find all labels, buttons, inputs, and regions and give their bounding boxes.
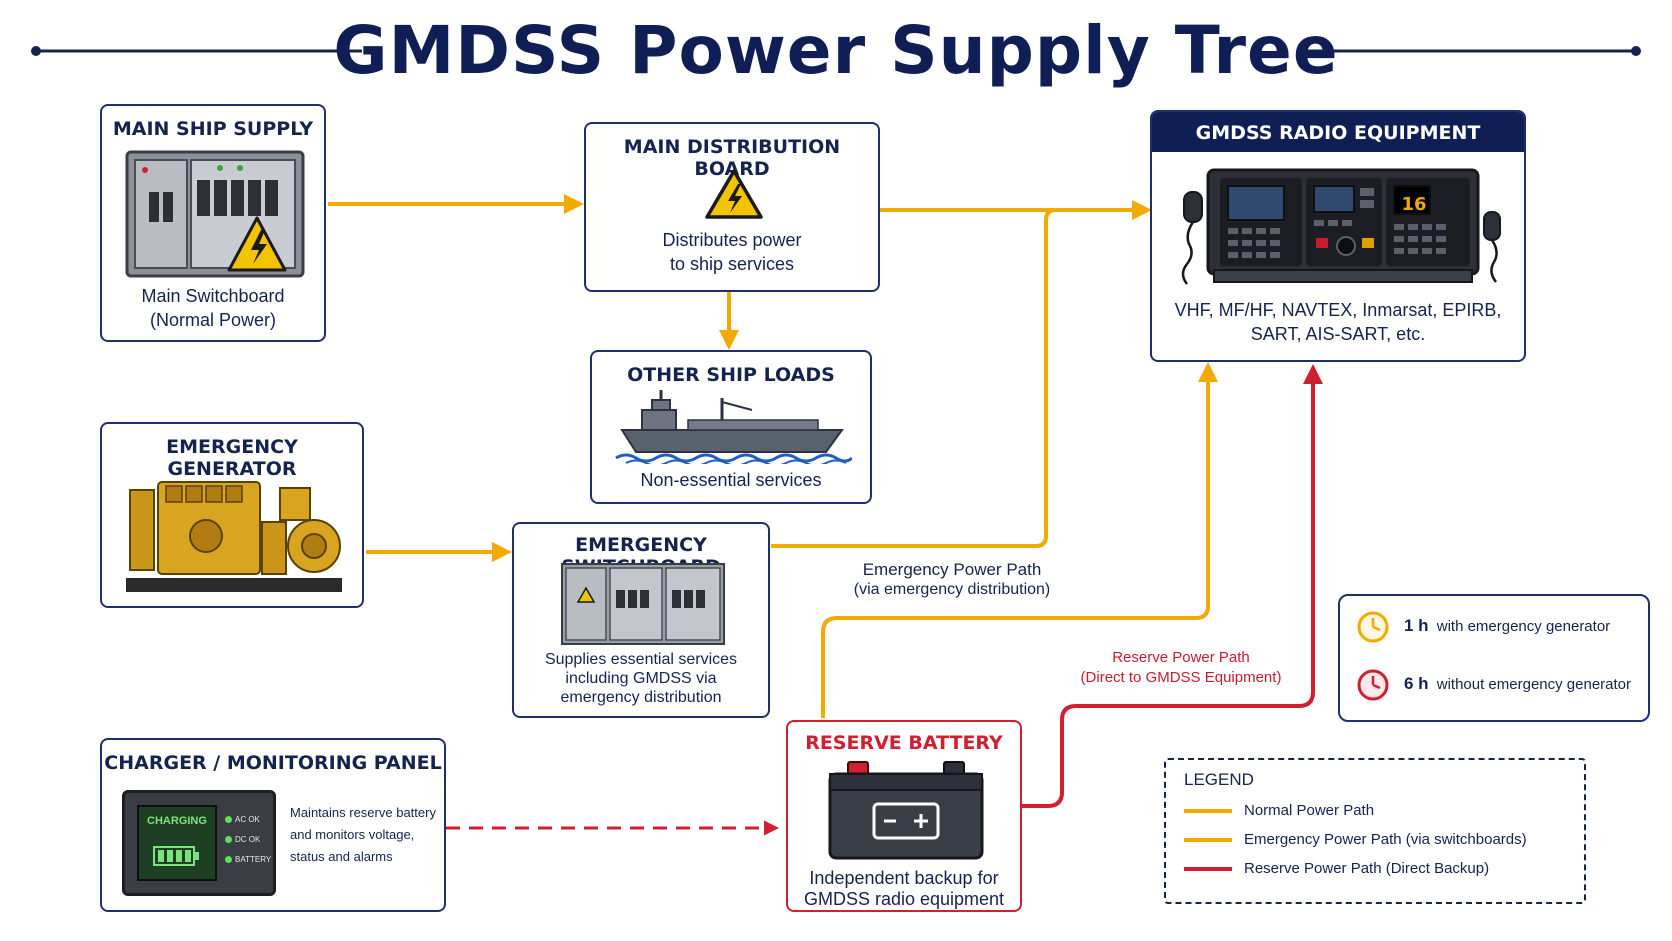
charger-line2: and monitors voltage, <box>290 827 415 842</box>
charger-line3: status and alarms <box>290 849 393 864</box>
other-ship-loads-box: OTHER SHIP LOADS Non-essential services <box>590 350 872 504</box>
battery-path-to-gmdss <box>821 362 1218 718</box>
main-distribution-board-line2: to ship services <box>669 254 795 274</box>
reserve-battery-box: RESERVE BATTERY Independent backup for G… <box>786 720 1022 912</box>
duration-value: 6 h <box>1404 674 1429 693</box>
legend-label: Reserve Power Path (Direct Backup) <box>1244 860 1490 877</box>
indicator-led <box>225 816 232 824</box>
cargo-ship-icon <box>615 390 852 464</box>
indicator-ac-ok: AC OK <box>225 815 260 824</box>
switchboard-icon <box>125 150 305 278</box>
charger-screen: CHARGING <box>137 805 217 881</box>
charging-label: CHARGING <box>147 815 207 827</box>
indicator-label: BATTERY <box>235 855 272 864</box>
reserve-path-label: Reserve Power Path (Direct to GMDSS Equi… <box>1046 648 1316 688</box>
battery-icon <box>828 761 984 860</box>
charger-unit: CHARGING AC OK DC OK BATTERY <box>122 790 276 896</box>
charger-panel-title: CHARGER / MONITORING PANEL <box>104 752 442 774</box>
reserve-path-label-line1: Reserve Power Path <box>1112 649 1250 666</box>
indicator-label: AC OK <box>235 815 260 824</box>
title-decoration <box>31 46 1641 56</box>
emergency-generator-box: EMERGENCY GENERATOR <box>100 422 364 608</box>
emergency-switchboard-line1: Supplies essential services <box>544 651 738 668</box>
legend-title: LEGEND <box>1184 770 1254 789</box>
battery-level-icon <box>153 846 199 866</box>
reserve-battery-line2: GMDSS radio equipment <box>803 889 1005 909</box>
emergency-path-to-gmdss <box>771 208 1057 548</box>
generator-icon <box>126 481 342 592</box>
legend-label: Emergency Power Path (via switchboards) <box>1244 831 1527 848</box>
main-ship-supply-line1: Main Switchboard <box>141 286 285 306</box>
main-distribution-board-box: MAIN DISTRIBUTION BOARD Distributes powe… <box>584 122 880 292</box>
emergency-path-label: Emergency Power Path (via emergency dist… <box>806 560 1098 600</box>
charger-line1: Maintains reserve battery <box>290 805 436 820</box>
legend-item: Reserve Power Path (Direct Backup) <box>1184 860 1489 877</box>
other-ship-loads-title: OTHER SHIP LOADS <box>627 364 835 386</box>
reserve-battery-line1: Independent backup for <box>809 868 999 888</box>
radio-channel-display: 16 <box>1401 194 1427 215</box>
high-voltage-warning-icon <box>705 169 763 219</box>
gmdss-header-bar <box>1152 112 1524 152</box>
indicator-dc-ok: DC OK <box>225 835 260 844</box>
duration-text: with emergency generator <box>1436 618 1611 635</box>
reserve-battery-title: RESERVE BATTERY <box>805 732 1003 754</box>
emergency-switchboard-line2: including GMDSS via <box>565 670 717 687</box>
legend-swatch-reserve <box>1184 867 1232 872</box>
legend-item: Emergency Power Path (via switchboards) <box>1184 831 1527 848</box>
indicator-label: DC OK <box>235 835 261 844</box>
reserve-path-to-gmdss <box>1022 364 1323 808</box>
main-ship-supply-line2: (Normal Power) <box>149 310 277 330</box>
clock-icon-red <box>1357 669 1389 701</box>
duration-row-1: 1 h with emergency generator <box>1404 616 1610 636</box>
legend-swatch-normal <box>1184 809 1232 814</box>
emergency-generator-title: EMERGENCY GENERATOR <box>166 436 298 480</box>
main-distribution-board-title: MAIN DISTRIBUTION BOARD <box>623 136 841 180</box>
page-title: GMDSS Power Supply Tree <box>333 12 1339 89</box>
main-ship-supply-box: MAIN SHIP SUPPLY Main Switchboard (Norma… <box>100 104 326 342</box>
duration-box: 1 h with emergency generator 6 h without… <box>1338 594 1650 722</box>
gmdss-console-icon <box>1181 168 1501 285</box>
gmdss-radio-equipment-box: GMDSS RADIO EQUIPMENT 16 VHF, MF/HF, NAV… <box>1150 110 1526 362</box>
clock-icon-yellow <box>1357 611 1389 643</box>
other-ship-loads-line1: Non-essential services <box>640 470 822 490</box>
gmdss-radio-equipment-title: GMDSS RADIO EQUIPMENT <box>1195 122 1481 144</box>
indicator-led <box>225 836 232 844</box>
indicator-battery: BATTERY <box>225 855 271 864</box>
legend-box: LEGEND Normal Power Path Emergency Power… <box>1164 758 1586 904</box>
charger-description: Maintains reserve battery and monitors v… <box>290 802 446 868</box>
emergency-path-label-line1: Emergency Power Path <box>862 560 1042 579</box>
duration-value: 1 h <box>1404 616 1429 635</box>
legend-label: Normal Power Path <box>1244 802 1375 819</box>
legend-swatch-emergency <box>1184 838 1232 843</box>
reserve-path-label-line2: (Direct to GMDSS Equipment) <box>1080 669 1282 686</box>
duration-row-2: 6 h without emergency generator <box>1404 674 1631 694</box>
legend-item: Normal Power Path <box>1184 802 1374 819</box>
main-ship-supply-title: MAIN SHIP SUPPLY <box>112 118 314 140</box>
emergency-switchboard-line3: emergency distribution <box>560 689 722 706</box>
switchboard-cabinet-icon <box>561 563 725 645</box>
main-distribution-board-line1: Distributes power <box>662 230 802 250</box>
emergency-path-label-line2: (via emergency distribution) <box>853 581 1051 598</box>
charger-panel-box: CHARGER / MONITORING PANEL CHARGING AC O… <box>100 738 446 912</box>
gmdss-radio-equipment-line1: VHF, MF/HF, NAVTEX, Inmarsat, EPIRB, <box>1174 300 1502 320</box>
duration-text: without emergency generator <box>1436 676 1632 693</box>
gmdss-radio-equipment-line2: SART, AIS-SART, etc. <box>1250 324 1426 344</box>
emergency-switchboard-box: EMERGENCY SWITCHBOARD Supplies essential… <box>512 522 770 718</box>
indicator-led <box>225 856 232 864</box>
